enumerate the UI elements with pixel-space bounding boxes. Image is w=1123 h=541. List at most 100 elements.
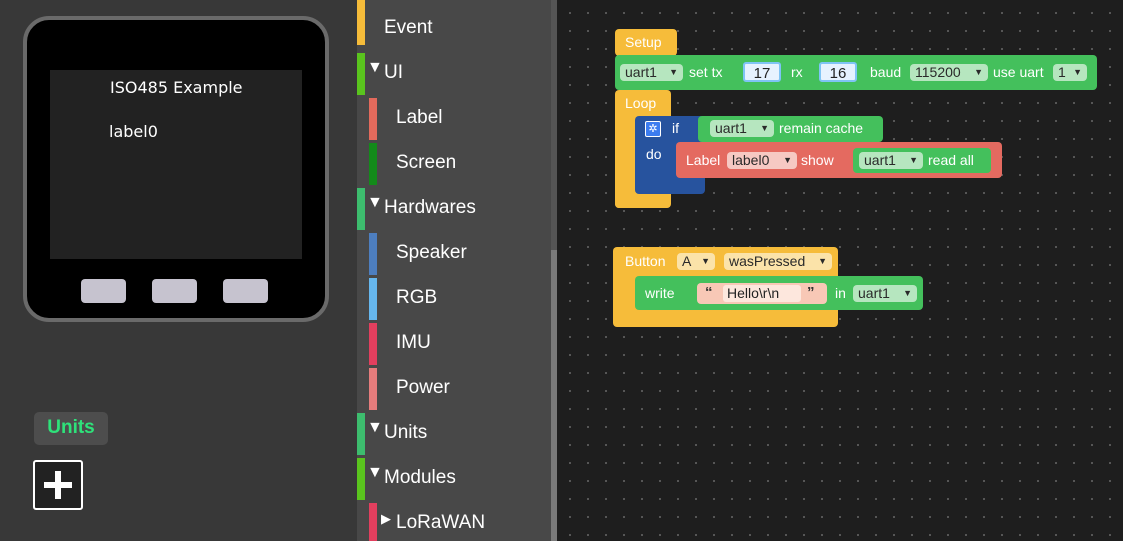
dropdown-value: wasPressed bbox=[729, 253, 806, 269]
rx-pin-input[interactable]: 16 bbox=[819, 62, 857, 82]
read-all-label: read all bbox=[928, 152, 974, 168]
add-unit-button[interactable] bbox=[33, 460, 83, 510]
dropdown-value: 1 bbox=[1058, 64, 1066, 80]
category-label: Hardwares bbox=[384, 197, 476, 218]
category-label: Power bbox=[396, 377, 450, 398]
blocks-workspace[interactable]: Setup uart1 ▼ set tx 17 rx 16 baud 115200… bbox=[557, 0, 1123, 541]
set-tx-label: set tx bbox=[689, 64, 723, 80]
expand-arrow-icon: ▼ bbox=[367, 194, 383, 211]
loop-label: Loop bbox=[625, 95, 657, 111]
dropdown-caret-icon: ▼ bbox=[974, 67, 983, 77]
dropdown-value: uart1 bbox=[864, 152, 896, 168]
toolbox-category-ui[interactable]: ▼ UI bbox=[357, 53, 553, 95]
dropdown-value: uart1 bbox=[715, 120, 747, 136]
category-color-bar bbox=[357, 188, 365, 230]
expand-arrow-icon: ▼ bbox=[367, 59, 383, 76]
setup-hat-block[interactable]: Setup bbox=[615, 29, 677, 56]
dropdown-caret-icon: ▼ bbox=[760, 123, 769, 133]
category-label: Event bbox=[384, 17, 433, 38]
uart-remain-cache-block[interactable]: uart1 ▼ remain cache bbox=[698, 116, 883, 142]
category-color-bar bbox=[369, 323, 377, 365]
screen-label0[interactable]: label0 bbox=[109, 122, 158, 141]
baud-dropdown[interactable]: 115200 ▼ bbox=[910, 64, 988, 81]
expand-arrow-icon: ▼ bbox=[367, 464, 383, 481]
label-keyword: Label bbox=[686, 152, 721, 168]
category-color-bar bbox=[369, 278, 377, 320]
button-event-dropdown[interactable]: wasPressed ▼ bbox=[724, 253, 832, 270]
do-label: do bbox=[646, 146, 662, 162]
toolbox-category-imu[interactable]: IMU bbox=[357, 323, 553, 365]
remain-cache-label: remain cache bbox=[779, 120, 864, 136]
dropdown-caret-icon: ▼ bbox=[669, 67, 678, 77]
uart-init-block[interactable]: uart1▼ set tx 17 rx 16 baud 115200▼ use … bbox=[615, 55, 1097, 90]
device-screen: ISO485 Example label0 bbox=[50, 70, 302, 259]
expand-arrow-icon: ▼ bbox=[367, 419, 383, 436]
toolbox-scrollbar-thumb[interactable] bbox=[551, 250, 557, 541]
uart-name-dropdown[interactable]: uart1▼ bbox=[620, 64, 683, 81]
tx-pin-input[interactable]: 17 bbox=[743, 62, 781, 82]
toolbox: Event ▼ UI Label Screen ▼ Hardwares Spea… bbox=[357, 0, 557, 541]
expand-arrow-icon: ▶ bbox=[381, 511, 391, 526]
toolbox-category-screen[interactable]: Screen bbox=[357, 143, 553, 185]
in-label: in bbox=[835, 285, 846, 301]
write-label: write bbox=[645, 285, 675, 301]
toolbox-category-rgb[interactable]: RGB bbox=[357, 278, 553, 320]
dropdown-caret-icon: ▼ bbox=[818, 256, 827, 266]
device-panel: ISO485 Example label0 Units bbox=[0, 0, 357, 541]
toolbox-category-label[interactable]: Label bbox=[357, 98, 553, 140]
device-button-c[interactable] bbox=[223, 279, 268, 303]
category-color-bar bbox=[357, 0, 365, 45]
uart-read-all-block[interactable]: uart1 ▼ read all bbox=[853, 148, 991, 173]
category-label: UI bbox=[384, 62, 403, 83]
dropdown-value: 115200 bbox=[915, 64, 961, 80]
show-label: show bbox=[801, 152, 834, 168]
label-show-block[interactable]: Label label0 ▼ show uart1 ▼ read all bbox=[676, 142, 1002, 178]
category-color-bar bbox=[369, 233, 377, 275]
category-label: Modules bbox=[384, 467, 456, 488]
toolbox-category-units[interactable]: ▼ Units bbox=[357, 413, 553, 455]
toolbox-category-power[interactable]: Power bbox=[357, 368, 553, 410]
category-label: Units bbox=[384, 422, 428, 443]
dropdown-caret-icon: ▼ bbox=[783, 155, 792, 165]
category-color-bar bbox=[369, 503, 377, 541]
toolbox-category-event[interactable]: Event bbox=[357, 0, 553, 45]
dropdown-value: A bbox=[682, 253, 692, 269]
category-label: IMU bbox=[396, 332, 431, 353]
screen-title-label[interactable]: ISO485 Example bbox=[110, 78, 243, 97]
dropdown-value: label0 bbox=[732, 152, 770, 168]
toolbox-category-modules[interactable]: ▼ Modules bbox=[357, 458, 553, 500]
toolbox-category-speaker[interactable]: Speaker bbox=[357, 233, 553, 275]
string-literal-block[interactable]: “ Hello\r\n ” bbox=[697, 283, 827, 304]
rx-label: rx bbox=[791, 64, 803, 80]
label-name-dropdown[interactable]: label0 ▼ bbox=[727, 152, 797, 169]
toolbox-category-lorawan[interactable]: ▶ LoRaWAN bbox=[357, 503, 553, 541]
close-quote-icon: ” bbox=[807, 284, 815, 301]
units-label: Units bbox=[34, 412, 108, 445]
dropdown-caret-icon: ▼ bbox=[909, 155, 918, 165]
button-name-dropdown[interactable]: A▼ bbox=[677, 253, 715, 270]
dropdown-caret-icon: ▼ bbox=[701, 256, 710, 266]
baud-label: baud bbox=[870, 64, 902, 80]
dropdown-value: uart1 bbox=[858, 285, 890, 301]
device-button-a[interactable] bbox=[81, 279, 126, 303]
string-value-field[interactable]: Hello\r\n bbox=[723, 285, 801, 302]
category-label: RGB bbox=[396, 287, 438, 308]
uart-name-dropdown[interactable]: uart1 ▼ bbox=[710, 120, 774, 137]
category-label: Screen bbox=[396, 152, 457, 173]
toolbox-category-hardwares[interactable]: ▼ Hardwares bbox=[357, 188, 553, 230]
category-color-bar bbox=[369, 143, 377, 185]
uart-name-dropdown[interactable]: uart1 ▼ bbox=[859, 152, 923, 169]
uart-name-dropdown[interactable]: uart1▼ bbox=[853, 285, 917, 302]
use-uart-dropdown[interactable]: 1▼ bbox=[1053, 64, 1087, 81]
gear-icon[interactable]: ✲ bbox=[645, 121, 661, 137]
uart-write-block[interactable]: write “ Hello\r\n ” in uart1▼ bbox=[635, 276, 923, 310]
device-preview: ISO485 Example label0 bbox=[23, 16, 329, 322]
if-block[interactable]: ✲ if do bbox=[635, 116, 705, 194]
button-label: Button bbox=[625, 253, 666, 269]
category-color-bar bbox=[357, 53, 365, 95]
loop-block-footer bbox=[615, 196, 670, 208]
setup-label: Setup bbox=[625, 34, 662, 50]
category-color-bar bbox=[369, 98, 377, 140]
category-label: Speaker bbox=[396, 242, 467, 263]
device-button-b[interactable] bbox=[152, 279, 197, 303]
